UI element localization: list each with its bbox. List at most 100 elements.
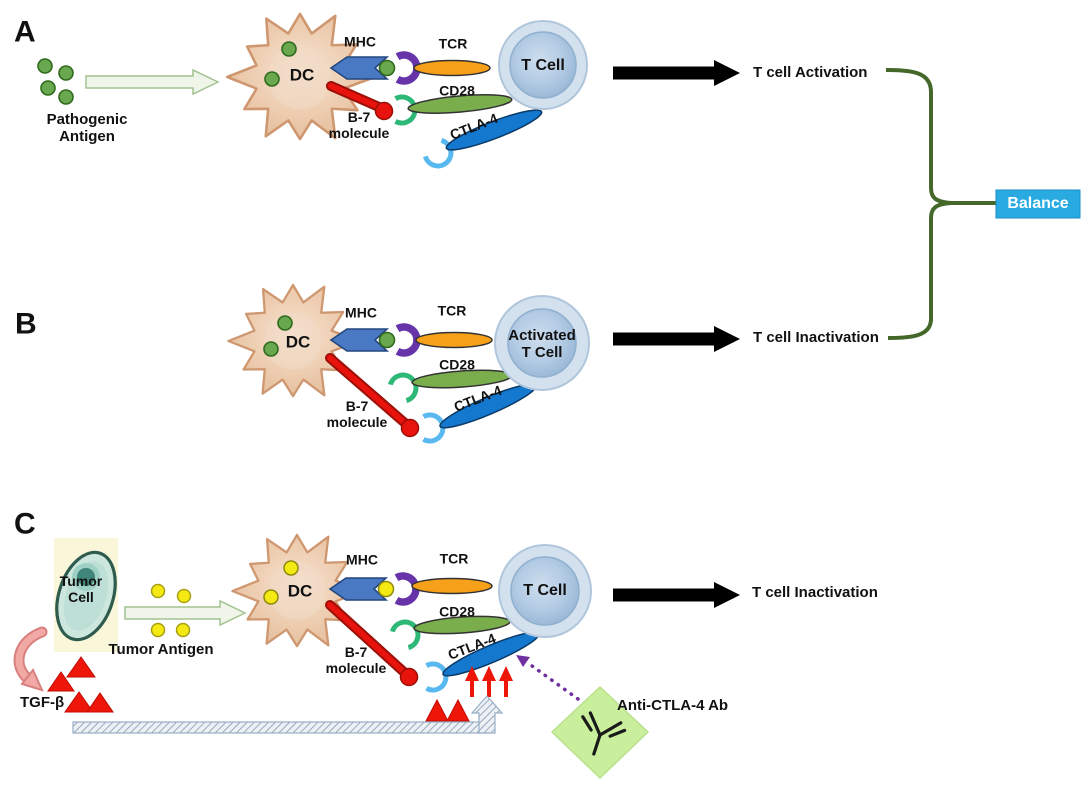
balance-brace [885,68,997,340]
tgfb-triangle [425,698,449,722]
dc-label: DC [287,581,313,601]
balance-box [995,189,1081,219]
t-cell-label: T Cell [523,582,567,600]
tgfb-triangle [86,692,114,713]
outcome-label-a: T cell Activation [753,63,868,81]
cd28-label: CD28 [439,603,475,620]
panel-c-letter: C [14,507,36,541]
b7-label: B-7 molecule [326,644,387,676]
tumor-antigen-label: Tumor Antigen [108,640,214,658]
pathogenic-antigen-line2: Antigen [59,128,115,145]
b7-molecule [326,81,394,121]
anti-ctla4-ab-label: Anti-CTLA-4 Ab [617,696,729,714]
outcome-label-c: T cell Inactivation [752,583,878,601]
presented-antigen [378,59,396,77]
ctla4-receptor-cup [427,664,446,690]
red-up-arrow [482,666,496,697]
tgfb-secretion-arrow [13,626,48,692]
b7-line1: B-7 [344,643,368,660]
b7-molecule [325,353,420,438]
t-cell [498,20,588,110]
antigen-particle-in-dc [277,315,293,331]
dc-cell [231,533,365,648]
activated-line1: Activated [508,326,576,344]
b7-line2: molecule [326,414,388,430]
b7-line2: molecule [328,125,390,141]
panel-a-letter: A [14,15,36,49]
tumor-cell-label: Tumor Cell [60,573,103,605]
outcome-arrow [613,60,740,86]
cd28-label: CD28 [439,356,475,373]
tcr-receptor-cup [398,327,417,353]
tumor-antigen-particle [176,588,192,604]
pathogenic-antigen-particles [37,58,74,105]
antibody-icon [581,711,627,756]
panel-b-graphics [227,283,740,441]
mhc-label: MHC [344,33,376,50]
tumor-antigen-particles [150,583,192,638]
presented-tumor-antigen [377,580,395,598]
anti-ctla4-antibody-diamond [550,685,650,780]
red-up-arrow [465,666,479,697]
mhc-label: MHC [345,304,377,321]
antigen-particle [37,58,53,74]
tgfb-triangle [47,671,75,692]
tumor-antigen-particle [150,622,166,638]
antigen-uptake-arrow [85,68,220,96]
antigen-particle [40,80,56,96]
b7-line1: B-7 [347,108,371,125]
pathogenic-antigen-label: Pathogenic Antigen [47,111,128,146]
cd28-label: CD28 [439,82,475,99]
panel-a-graphics [37,12,740,171]
b7-molecule [325,600,419,687]
activated-t-cell [494,295,590,391]
tgfb-triangle [64,691,94,713]
inhibition-dotted-arrow [516,655,580,701]
panel-b-letter: B [15,307,37,341]
antigen-particle [58,89,74,105]
dc-cell [225,12,377,141]
dc-nucleus [268,562,326,620]
hatched-up-arrow [470,695,504,734]
balance-label: Balance [1007,195,1069,213]
red-up-arrow [499,666,513,697]
b7-line1: B-7 [345,397,369,414]
antigen-particle-in-dc [263,341,279,357]
dc-nucleus [267,44,333,110]
tumor-antigen-in-dc [283,560,299,576]
outcome-arrow [613,326,740,352]
antigen-uptake-arrow [124,599,247,627]
ctla4-upregulation-arrows [465,666,513,697]
tgfb-triangle [66,656,96,678]
tgfb-label: TGF-β [20,693,65,711]
tumor-antigen-particle [150,583,166,599]
mhc-label: MHC [346,551,378,568]
cd28-receptor-cup [391,617,423,649]
activated-t-cell-label: Activated T Cell [508,327,576,362]
ctla4-receptor-cup [424,415,443,441]
tumor-nucleus [77,568,95,586]
outcome-label-b: T cell Inactivation [753,328,879,346]
t-cell-label: T Cell [521,57,565,75]
tumor-antigen-in-dc [263,589,279,605]
ctla4-ellipse [445,109,543,151]
tgfb-triangle [446,698,470,722]
activated-line2: T Cell [521,344,563,361]
b7-label: B-7 molecule [327,398,388,430]
cd28-ellipse [407,94,513,114]
tcr-ellipse [411,577,493,595]
tgfb-suppression-path [72,695,504,734]
tcr-label: TCR [437,302,467,319]
dc-label: DC [289,65,315,85]
outcome-arrow [613,582,740,608]
tcr-ellipse [413,59,491,77]
tcr-label: TCR [439,550,469,567]
panel-c-graphics [13,533,740,780]
b7-label: B-7 molecule [329,109,390,141]
antigen-particle [58,65,74,81]
antigen-particle-in-dc [264,71,280,87]
t-cell [498,544,592,638]
presented-antigen [378,331,396,349]
